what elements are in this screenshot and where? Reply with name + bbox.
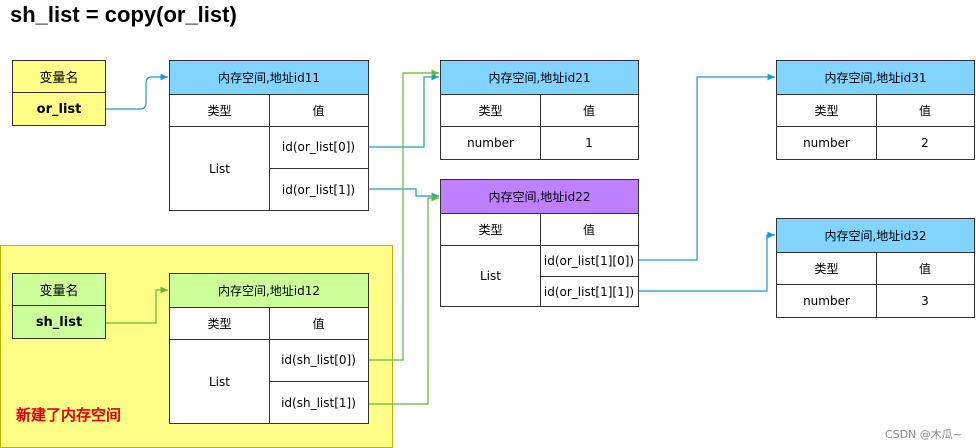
diagram-title: sh_list = copy(or_list)	[10, 2, 237, 27]
memory-id12: 内存空间,地址id12 类型 值 List id(sh_list[0]) id(…	[169, 273, 369, 424]
memory-id22-title: 内存空间,地址id22	[441, 180, 638, 214]
memory-id11-col-value: 值	[269, 94, 368, 127]
memory-id12-value-1: id(sh_list[1])	[281, 395, 356, 410]
variable-or-list-header: 变量名	[13, 61, 105, 93]
new-memory-label: 新建了内存空间	[16, 406, 122, 424]
memory-id21: 内存空间,地址id21 类型 值 number 1	[440, 60, 639, 160]
memory-id22-value-0: id(or_list[1][0])	[540, 245, 638, 277]
memory-id11-col-type: 类型	[170, 94, 270, 127]
memory-id21-type: number	[441, 126, 541, 160]
arrow-id22-v0-to-id31	[639, 73, 775, 261]
watermark: CSDN @木瓜~	[884, 428, 962, 441]
arrow-id11-v1-to-id22	[369, 188, 439, 200]
memory-id31-title: 内存空间,地址id31	[777, 61, 974, 95]
memory-id32-title: 内存空间,地址id32	[777, 219, 974, 253]
memory-id31-type: number	[777, 126, 877, 160]
memory-id22: 内存空间,地址id22 类型 值 List id(or_list[1][0]) …	[440, 179, 639, 307]
memory-id11-value-1: id(or_list[1])	[281, 182, 356, 197]
arrow-id12-v1-to-id22	[369, 194, 439, 405]
memory-id21-value: 1	[585, 136, 593, 150]
memory-id12-col-type: 类型	[170, 307, 270, 340]
memory-id31-value: 2	[921, 136, 929, 150]
memory-id32-value: 3	[921, 294, 929, 308]
arrow-id12-v0-to-id21	[369, 69, 439, 361]
memory-id21-title: 内存空间,地址id21	[441, 61, 638, 95]
arrow-id22-v1-to-id32	[639, 231, 775, 292]
memory-id32: 内存空间,地址id32 类型 值 number 3	[776, 218, 975, 318]
memory-id21-col-type: 类型	[441, 94, 541, 127]
arrow-id11-v0-to-id21	[369, 73, 439, 148]
memory-id22-col-value: 值	[540, 213, 638, 246]
memory-id12-title: 内存空间,地址id12	[170, 274, 368, 308]
arrow-or-list-to-id11	[106, 73, 168, 110]
memory-id31-col-value: 值	[876, 94, 974, 127]
memory-id12-col-value: 值	[269, 307, 368, 340]
memory-id31-col-type: 类型	[777, 94, 877, 127]
variable-or-list: 变量名 or_list	[12, 60, 106, 126]
memory-id21-col-value: 值	[540, 94, 638, 127]
memory-id22-col-type: 类型	[441, 213, 541, 246]
variable-or-list-name: or_list	[36, 101, 82, 117]
memory-id32-type: number	[777, 284, 877, 318]
memory-id22-value-1: id(or_list[1][1])	[543, 284, 635, 299]
arrow-sh-list-to-id12	[106, 286, 168, 324]
memory-id11-value-0: id(or_list[0])	[269, 126, 368, 169]
memory-id11: 内存空间,地址id11 类型 值 List id(or_list[0]) id(…	[169, 60, 369, 211]
memory-id31: 内存空间,地址id31 类型 值 number 2	[776, 60, 975, 160]
memory-id12-value-0: id(sh_list[0])	[269, 339, 368, 382]
memory-id32-col-value: 值	[876, 252, 974, 285]
variable-sh-list-name: sh_list	[35, 314, 83, 330]
variable-sh-list: 变量名 sh_list	[12, 273, 106, 339]
memory-id32-col-type: 类型	[777, 252, 877, 285]
variable-sh-list-header: 变量名	[13, 274, 105, 306]
